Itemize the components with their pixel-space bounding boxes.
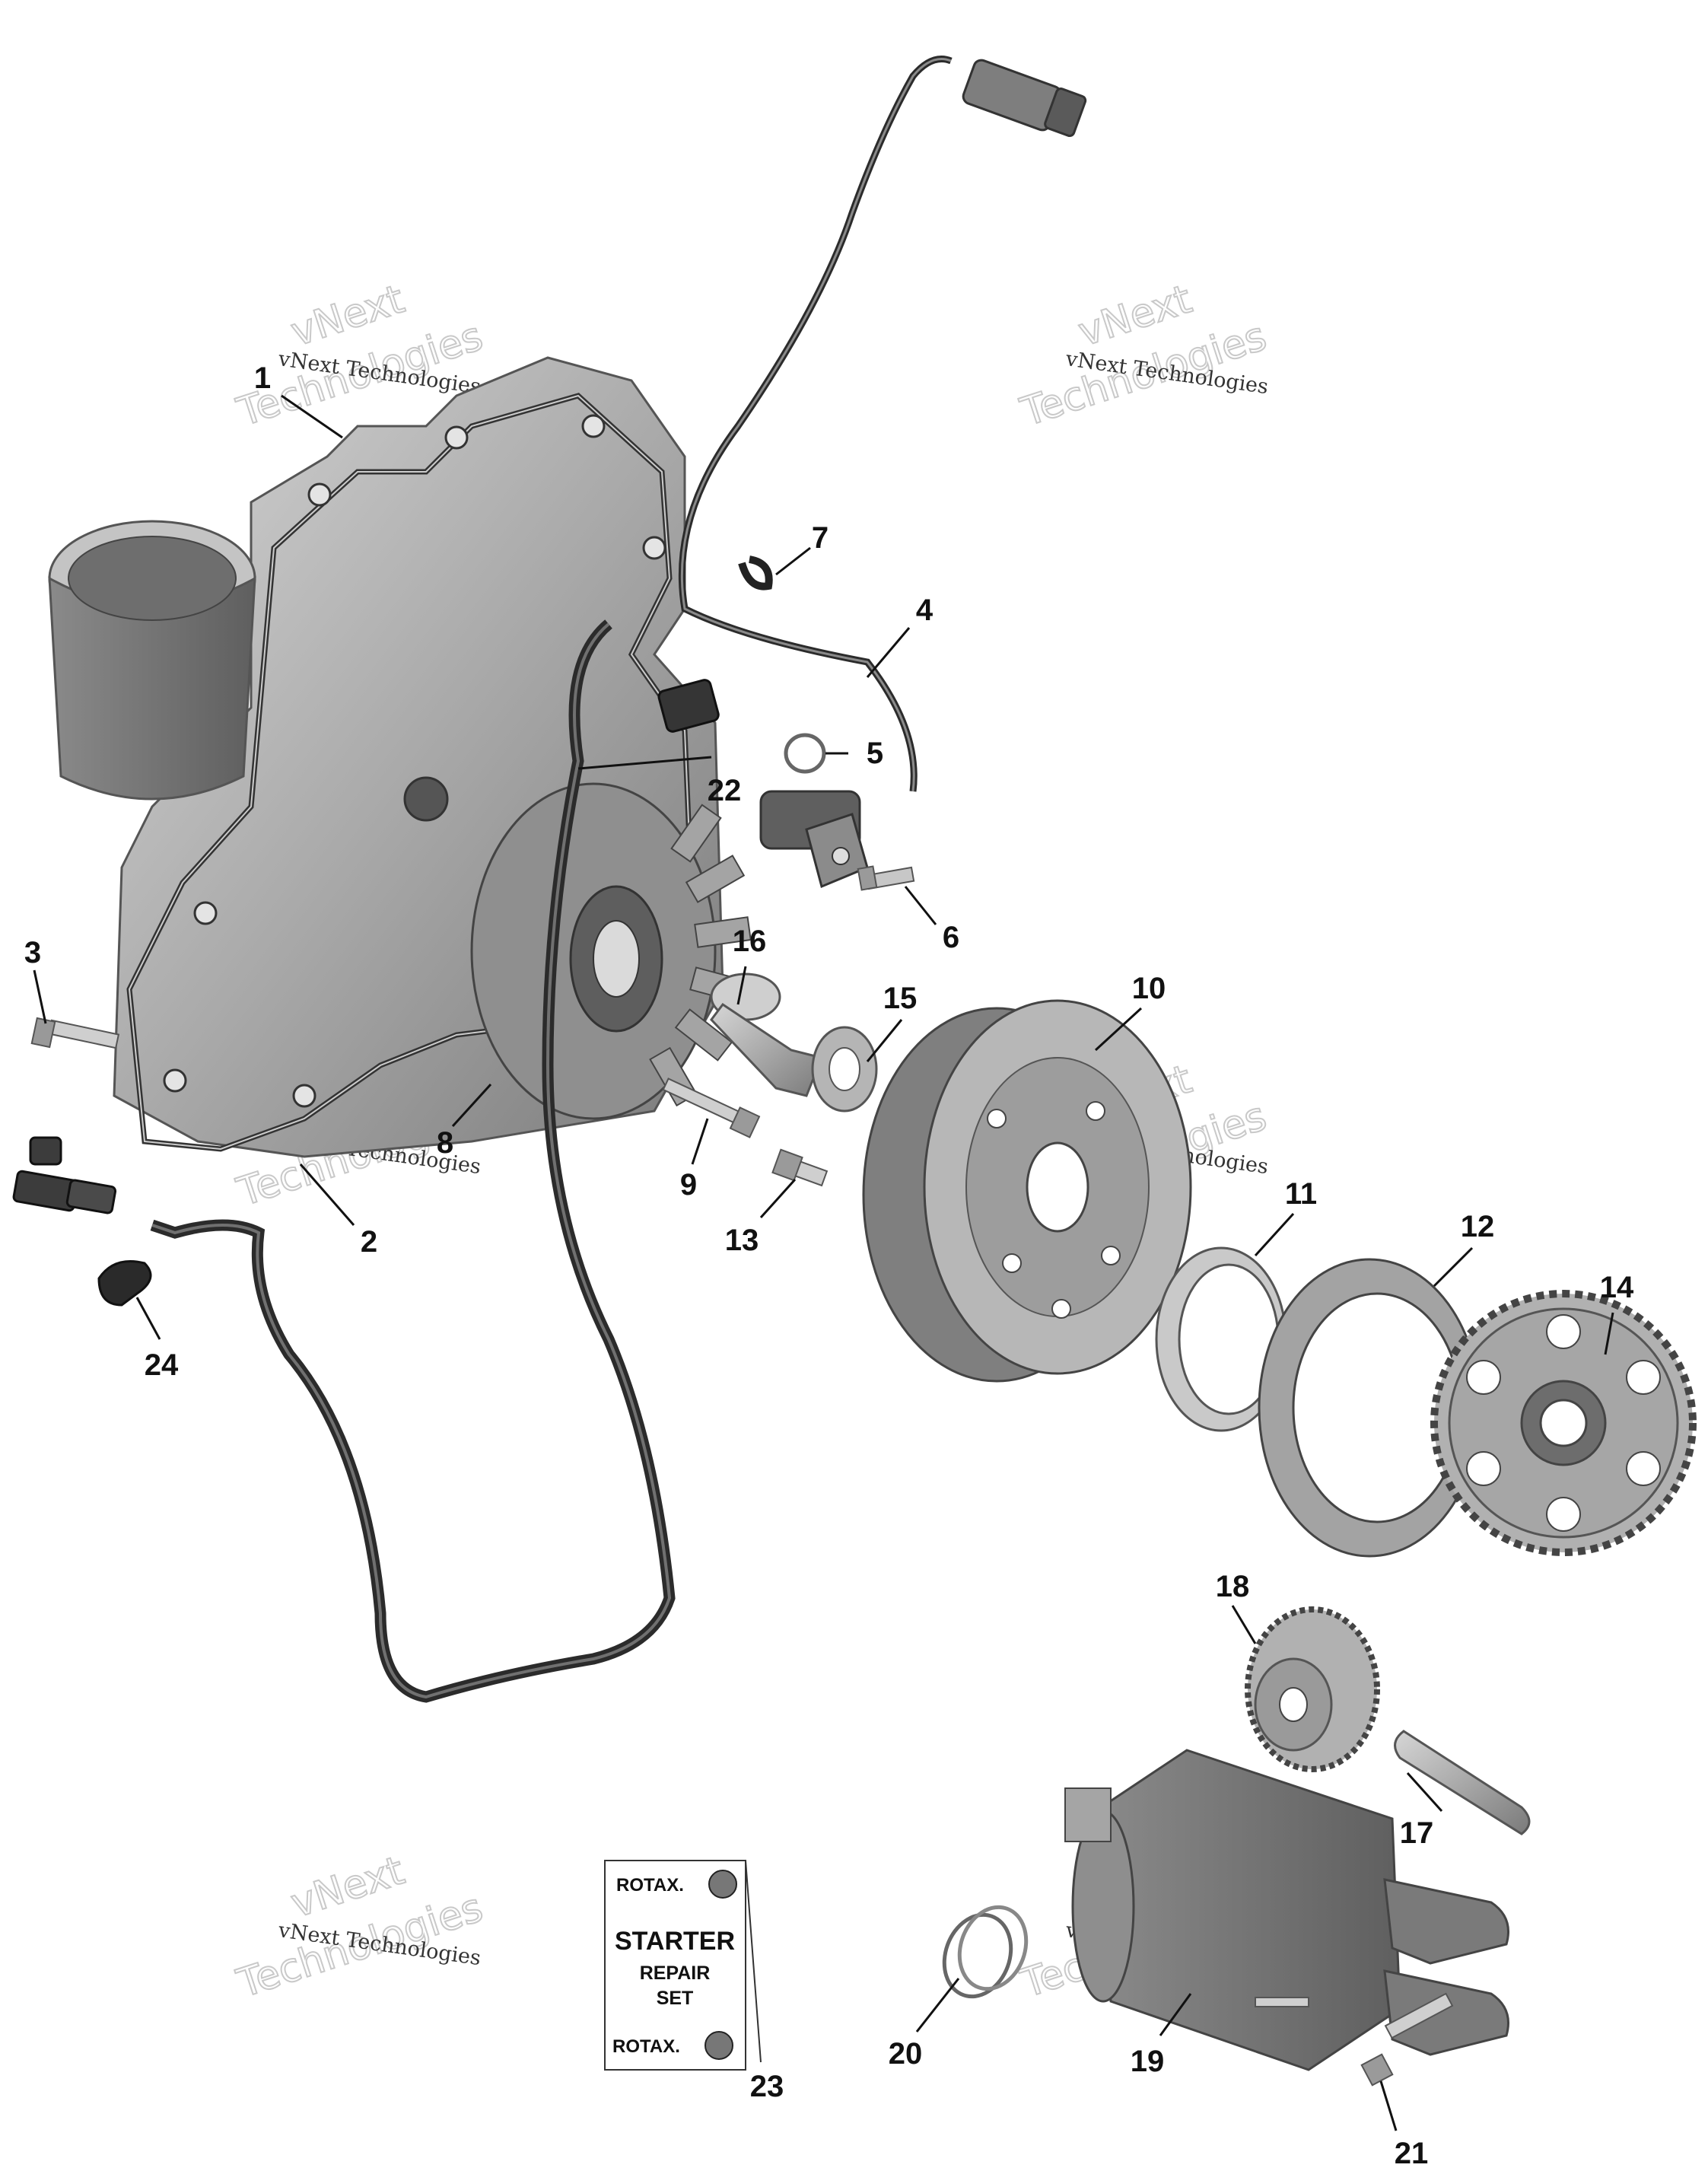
starter-clutch-plate — [1258, 1258, 1481, 1558]
sprag-ring — [1155, 1246, 1287, 1432]
starter-repair-set-card: ROTAX. STARTER REPAIR SET ROTAX. — [604, 1860, 762, 2071]
callout-12: 12 — [1461, 1210, 1495, 1243]
flywheel — [862, 999, 1192, 1383]
callout-16: 16 — [733, 925, 767, 958]
callout-19: 19 — [1131, 2045, 1165, 2078]
o-ring — [784, 733, 826, 774]
gear-shaft — [1394, 1730, 1531, 1835]
callout-8: 8 — [437, 1126, 453, 1160]
callout-10: 10 — [1132, 972, 1166, 1005]
callout-numbers: 1 2 3 4 5 6 7 8 9 10 11 12 13 14 15 16 1… — [24, 361, 1634, 2170]
callout-21: 21 — [1395, 2137, 1429, 2170]
cable-guide-screw — [771, 1148, 829, 1187]
starter-gear — [1430, 1290, 1697, 1556]
callout-3: 3 — [24, 936, 41, 969]
intermediate-gear — [1245, 1606, 1380, 1772]
callout-1: 1 — [254, 361, 271, 395]
callout-4: 4 — [916, 594, 934, 627]
harness-connector — [962, 59, 1087, 138]
card-line1: STARTER — [615, 1927, 735, 1956]
watermark-bottom-left: vNext Technologies vNext Technologies — [231, 1847, 489, 2007]
grommet — [657, 679, 720, 733]
watermark-top-right: vNext Technologies vNext Technologies — [1015, 275, 1273, 436]
starter-o-rings — [942, 1905, 1029, 1999]
callout-20: 20 — [889, 2037, 923, 2071]
starter-screw — [1360, 1992, 1454, 2087]
starter-motor — [1064, 1749, 1509, 2071]
crankshaft-position-sensor — [759, 790, 869, 889]
stator-screw — [662, 1078, 761, 1138]
wire-clip — [97, 1260, 152, 1307]
callout-14: 14 — [1600, 1271, 1634, 1304]
callout-24: 24 — [145, 1348, 179, 1382]
stator — [470, 782, 752, 1120]
card-line2: REPAIR — [640, 1962, 711, 1984]
callout-5: 5 — [867, 737, 883, 770]
callout-9: 9 — [680, 1168, 697, 1202]
callout-7: 7 — [812, 521, 829, 555]
brp-logo-icon — [708, 1870, 737, 1899]
callout-17: 17 — [1400, 1816, 1434, 1850]
callout-23: 23 — [750, 2070, 784, 2103]
leader-lines — [33, 394, 1614, 2131]
brp-logo-icon — [705, 2031, 733, 2060]
flywheel-bolt-spacer — [710, 972, 824, 1097]
wire-connector — [12, 1136, 117, 1214]
callout-11: 11 — [1285, 1177, 1317, 1211]
callout-2: 2 — [361, 1225, 377, 1259]
callout-15: 15 — [883, 982, 918, 1015]
card-brand-bottom: ROTAX. — [612, 2036, 680, 2057]
card-brand-top: ROTAX. — [616, 1875, 684, 1896]
cable-clip — [738, 555, 773, 590]
washer — [811, 1026, 878, 1113]
sensor-screw — [857, 865, 915, 891]
callout-22: 22 — [708, 774, 742, 807]
callout-6: 6 — [943, 921, 959, 954]
callout-18: 18 — [1216, 1570, 1250, 1603]
callout-13: 13 — [725, 1224, 759, 1257]
sensor-cable — [678, 56, 953, 792]
card-line3: SET — [657, 1988, 694, 2009]
